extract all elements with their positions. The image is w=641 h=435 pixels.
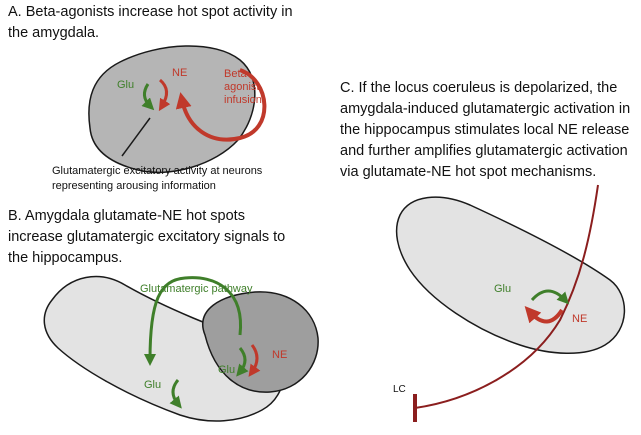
caption-c-line-5: via glutamate-NE hot spot mechanisms. [340,164,597,180]
lc-axon [414,184,599,409]
caption-panel-a: A. Beta-agonists increase hot spot activ… [8,2,328,44]
note-line-1: Glutamatergic excitatory activity at neu… [52,165,263,177]
ne-label-c: NE [572,313,587,325]
caption-c-line-3: the hippocampus stimulates local NE rele… [340,122,630,138]
glu-cycle-arrow-a [141,83,155,111]
glu-cycle-arrow-c [530,289,570,305]
panel-c: Glu NE LC [393,184,626,422]
note-pointer-line [121,117,151,157]
caption-c-line-1: C. If the locus coeruleus is depolarized… [340,80,618,96]
caption-b-line-1: B. Amygdala glutamate-NE hot spots [8,208,245,224]
ne-label-b: NE [272,349,287,361]
panel-a: Glu NE Beta- agonist infusion Glutamater… [52,45,267,192]
caption-panel-c: C. If the locus coeruleus is depolarized… [340,78,640,183]
caption-c-line-4: and further amplifies glutamatergic acti… [340,143,628,159]
glu-hippocampus-label-b: Glu [144,379,161,391]
glu-cycle-arrow-b-amygdala [236,347,249,377]
ne-label-a: NE [172,67,187,79]
ne-cycle-arrow-c [524,306,564,324]
caption-b-line-3: the hippocampus. [8,250,123,266]
amygdala-shape-a [88,45,256,174]
infusion-label-line-1: Beta- [224,68,251,80]
glu-amygdala-label-b: Glu [218,364,235,376]
caption-a-line-1: A. Beta-agonists increase hot spot activ… [8,4,293,20]
caption-panel-b: B. Amygdala glutamate-NE hot spots incre… [8,206,338,269]
infusion-label-line-2: agonist [224,81,259,93]
glu-label-c: Glu [494,283,511,295]
pathway-label: Glutamatergic pathway [140,283,253,295]
hippocampus-shape-c [395,196,626,354]
ne-cycle-arrow-a [158,78,171,112]
caption-b-line-2: increase glutamatergic excitatory signal… [8,229,286,245]
infusion-arrow [175,68,267,142]
caption-c-line-2: amygdala-induced glutamatergic activatio… [340,101,631,117]
glu-cycle-arrow-b-hippocampus [169,379,182,409]
glutamatergic-pathway-arrow [144,276,243,366]
note-line-2: representing arousing information [52,180,216,192]
caption-a-line-2: the amygdala. [8,25,100,41]
infusion-label-line-3: infusion [224,94,262,106]
lc-label: LC [393,384,406,395]
hippocampus-shape-b [43,275,285,422]
glu-label-a: Glu [117,79,134,91]
ne-cycle-arrow-b [248,344,261,377]
amygdala-shape-b [202,291,319,393]
panel-b: Glutamatergic pathway Glu NE Glu [43,275,319,422]
